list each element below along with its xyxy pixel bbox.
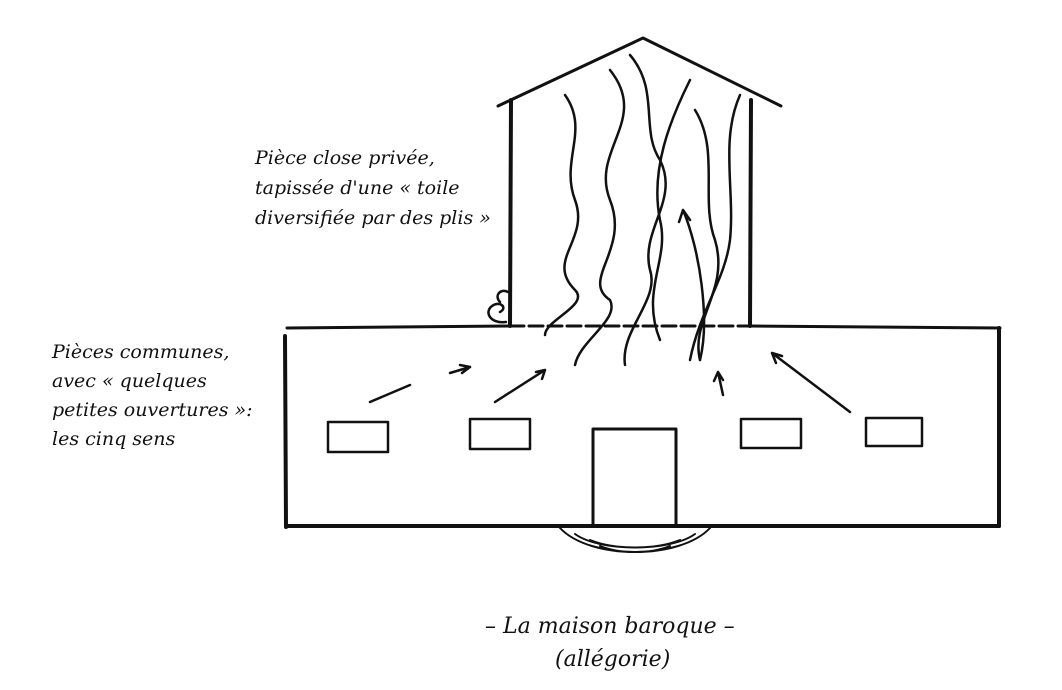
- lower-rooms-label: Pièces communes, avec « quelques petites…: [52, 338, 253, 454]
- arrows: [368, 208, 852, 414]
- lower-label-line: avec « quelques: [52, 370, 207, 392]
- upper-label-line: tapissée d'une « toile: [255, 177, 460, 199]
- window-3: [739, 417, 803, 450]
- caption-title: – La maison baroque –: [485, 614, 735, 639]
- caption-subtitle: (allégorie): [555, 647, 671, 672]
- lower-label-line: les cinq sens: [52, 428, 176, 450]
- window-1: [326, 420, 390, 454]
- window-4: [864, 416, 924, 448]
- upper-label-line: diversifiée par des plis »: [255, 207, 491, 229]
- window-2: [468, 417, 532, 451]
- lower-label-line: Pièces communes,: [52, 341, 230, 363]
- upper-room-label: Pièce close privée, tapissée d'une « toi…: [255, 143, 491, 233]
- lower-top-wall: [285, 324, 1002, 330]
- lower-left-wall: [283, 334, 288, 529]
- foundation-folds: [559, 527, 711, 553]
- ornament-scroll-icon: [487, 289, 510, 324]
- upper-right-wall: [748, 98, 753, 328]
- door: [591, 427, 678, 528]
- lower-label-line: petites ouvertures »:: [52, 399, 253, 421]
- folds-of-cloth: [543, 53, 742, 367]
- roof: [496, 36, 783, 108]
- upper-left-wall: [508, 98, 513, 328]
- upper-label-line: Pièce close privée,: [255, 147, 435, 169]
